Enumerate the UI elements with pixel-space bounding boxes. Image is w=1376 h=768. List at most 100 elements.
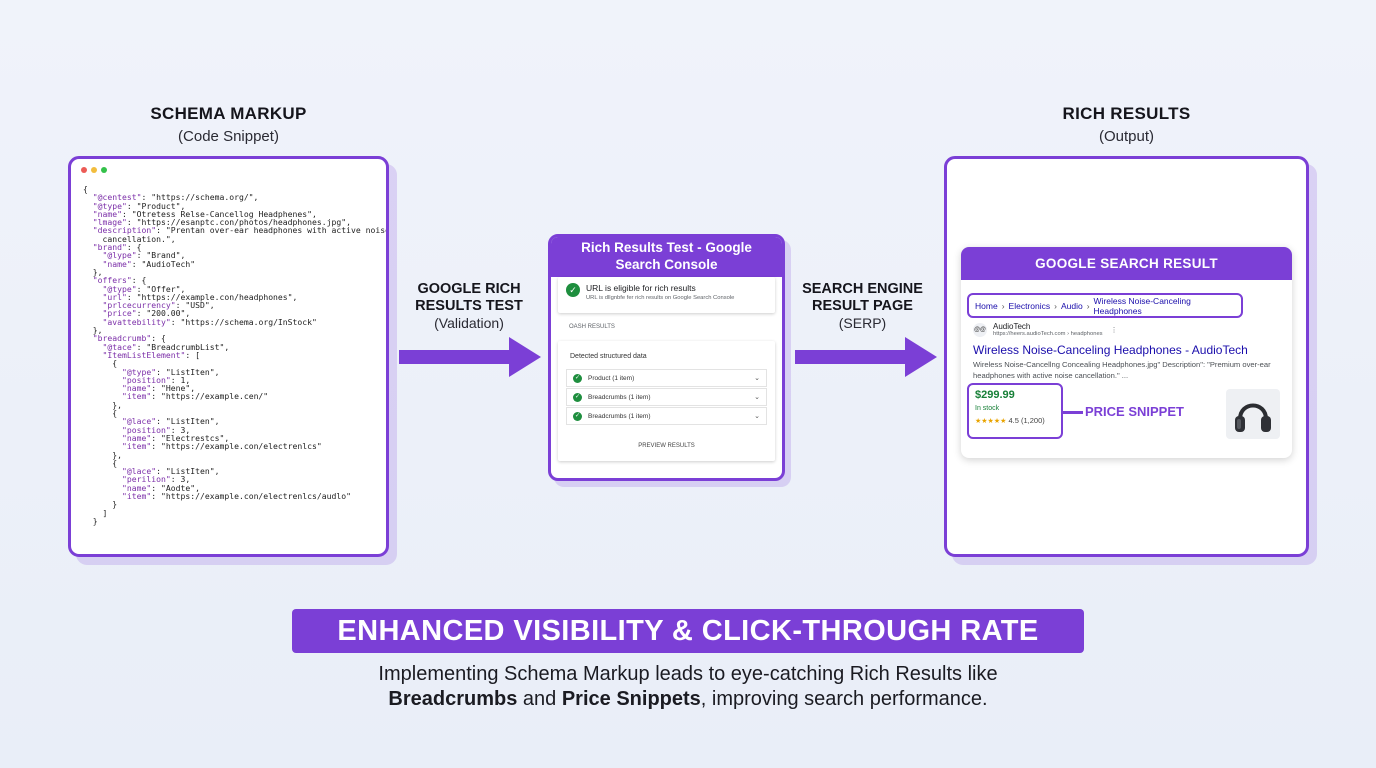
rich-results-subtitle: (Output) — [1098, 128, 1155, 145]
code-line: } — [83, 499, 118, 510]
code-line: ] — [83, 507, 108, 518]
serp-title-line2: RESULT PAGE — [812, 298, 913, 314]
google-search-result-card: GOOGLE SEARCH RESULT Home › Electronics … — [961, 247, 1292, 458]
code-line: { — [83, 358, 118, 369]
site-name: AudioTech — [993, 322, 1031, 331]
code-line: "offers": { — [92, 275, 147, 286]
chevron-right-icon: › — [1054, 300, 1057, 311]
detected-heading: Detected structured data — [570, 353, 647, 360]
detected-item-product[interactable]: ✓ Product (1 item) ⌄ — [566, 369, 767, 387]
code-line: "@tace": "BreadcrumbList", — [102, 341, 230, 352]
eligibility-card: ✓ URL is eligible for rich results URL i… — [558, 277, 775, 313]
code-line: "prlcecurrency": "USD", — [102, 300, 215, 311]
chevron-right-icon: › — [1001, 300, 1005, 311]
stock-status: In stock — [975, 405, 1000, 412]
site-info: @@ AudioTech https://heers.audioTech.com… — [973, 322, 1118, 337]
chevron-down-icon: ⌄ — [754, 375, 760, 382]
detected-data-card: Detected structured data ✓ Product (1 it… — [558, 341, 775, 461]
code-line: "position": 3, — [121, 424, 191, 435]
schema-markup-subtitle: (Code Snippet) — [178, 128, 279, 145]
rating-stars-icon: ★★★★★ — [975, 418, 1007, 425]
code-line: } — [83, 515, 98, 526]
code-line: }, — [83, 266, 103, 277]
price-value: $299.99 — [975, 389, 1015, 401]
detected-item-breadcrumbs-2[interactable]: ✓ Breadcrumbs (1 item) ⌄ — [566, 407, 767, 425]
code-line: { — [83, 457, 118, 468]
price-snippet-box: $299.99 In stock ★★★★★ 4.5 (1,200) — [967, 383, 1063, 439]
code-line: "@lype": "Brand", — [102, 250, 186, 261]
detected-item-breadcrumbs[interactable]: ✓ Breadcrumbs (1 item) ⌄ — [566, 388, 767, 406]
maximize-dot-icon — [101, 167, 107, 173]
code-line: "name": "Electrestcs", — [121, 432, 230, 443]
close-dot-icon — [81, 167, 87, 173]
code-line: "name": "Otretess Relse-Cancellog Headph… — [92, 208, 317, 219]
enhanced-visibility-banner: ENHANCED VISIBILITY & CLICK-THROUGH RATE — [292, 609, 1084, 653]
code-line: { — [83, 408, 118, 419]
code-line: "@centest": "https://schema.org/", — [92, 192, 259, 203]
breadcrumb-product[interactable]: Wireless Noise-Canceling Headphones — [1093, 295, 1191, 316]
rich-results-heading: RICH RESULTS (Output) — [944, 104, 1309, 145]
tab-results[interactable]: OASH RESULTS — [569, 324, 615, 330]
more-options-icon[interactable]: ⋮ — [1110, 326, 1118, 334]
code-line: "@lace": "ListIten", — [121, 466, 220, 477]
price-snippet-label: PRICE SNIPPET — [1085, 404, 1184, 419]
result-title-link[interactable]: Wireless Noise-Canceling Headphones - Au… — [973, 343, 1248, 357]
code-line: "position": 1, — [121, 374, 191, 385]
minimize-dot-icon — [91, 167, 97, 173]
validation-label: GOOGLE RICH RESULTS TEST (Validation) — [400, 281, 538, 332]
check-icon: ✓ — [573, 392, 582, 402]
code-line: "breadcrumb": { — [92, 333, 166, 344]
site-url: https://heers.audioTech.com › headphones — [993, 331, 1103, 337]
breadcrumb-audio[interactable]: Audio — [1060, 300, 1083, 311]
code-line: }, — [83, 449, 122, 460]
code-snippet-window: { "@centest": "https://schema.org/", "@t… — [68, 156, 389, 557]
gsr-header: GOOGLE SEARCH RESULT — [961, 247, 1292, 280]
arrow-right-icon — [795, 337, 937, 377]
code-line: "item": "https://example.con/electrenlcs… — [121, 441, 322, 452]
serp-subtitle: (SERP) — [838, 315, 887, 331]
summary-description: Implementing Schema Markup leads to eye-… — [378, 663, 998, 710]
breadcrumb-electronics[interactable]: Electronics — [1008, 300, 1051, 311]
headphones-image — [1226, 389, 1280, 439]
chevron-down-icon: ⌄ — [754, 394, 760, 401]
code-line: "price": "200.00", — [102, 308, 191, 319]
schema-markup-title: SCHEMA MARKUP — [150, 104, 307, 123]
code-line: "description": "Prentan over-ear headpho… — [92, 225, 389, 236]
code-line: cancellation.", — [83, 233, 176, 244]
json-ld-code: { "@centest": "https://schema.org/", "@t… — [83, 184, 389, 526]
validation-title-line2: RESULTS TEST — [415, 298, 523, 314]
rich-results-test-panel: Rich Results Test - Google Search Consol… — [548, 234, 785, 481]
code-line: { — [83, 184, 88, 194]
validation-subtitle: (Validation) — [434, 315, 504, 331]
code-line: "item": "https://example.con/electrenlcs… — [121, 490, 352, 501]
code-line: "@type": "ListIten", — [121, 366, 220, 377]
window-controls — [81, 167, 107, 173]
result-snippet: Wireless Noise-Cancellng Concealing Head… — [973, 360, 1271, 380]
preview-results-button[interactable]: PREVIEW RESULTS — [638, 443, 695, 449]
breadcrumb-home[interactable]: Home — [975, 300, 998, 311]
arrow-right-icon — [399, 337, 541, 377]
code-line: "lmage": "https://esanptc.con/photos/hea… — [92, 217, 352, 228]
check-icon: ✓ — [573, 373, 582, 383]
code-line: "item": "https://example.cen/" — [121, 391, 269, 402]
code-line: "ItemListElement": [ — [102, 349, 200, 360]
code-line: "avattebility": "https://schema.org/InSt… — [102, 316, 317, 327]
code-line: "@type": "Product", — [92, 200, 186, 211]
code-line: "perilion": 3, — [121, 474, 191, 485]
site-favicon-icon: @@ — [973, 322, 987, 337]
code-line: "@lace": "ListIten", — [121, 416, 220, 427]
code-line: "name": "AudioTech" — [102, 258, 196, 269]
rrt-header: Rich Results Test - Google Search Consol… — [551, 237, 782, 277]
chevron-down-icon: ⌄ — [754, 413, 760, 420]
serp-title-line1: SEARCH ENGINE — [802, 281, 923, 297]
validation-title-line1: GOOGLE RICH — [417, 281, 521, 297]
code-line: "name": "Hene", — [121, 383, 196, 394]
check-circle-icon: ✓ — [566, 283, 580, 297]
code-line: "@type": "Offer", — [102, 283, 186, 294]
rich-results-title: RICH RESULTS — [1062, 104, 1191, 123]
rating-value: 4.5 (1,200) — [1008, 416, 1045, 425]
serp-label: SEARCH ENGINE RESULT PAGE (SERP) — [795, 281, 930, 332]
eligible-subtext: URL is dllgnbfe fer rich results on Goog… — [586, 295, 735, 301]
code-line: "brand": { — [92, 242, 142, 253]
price-connector-line — [1063, 411, 1083, 414]
